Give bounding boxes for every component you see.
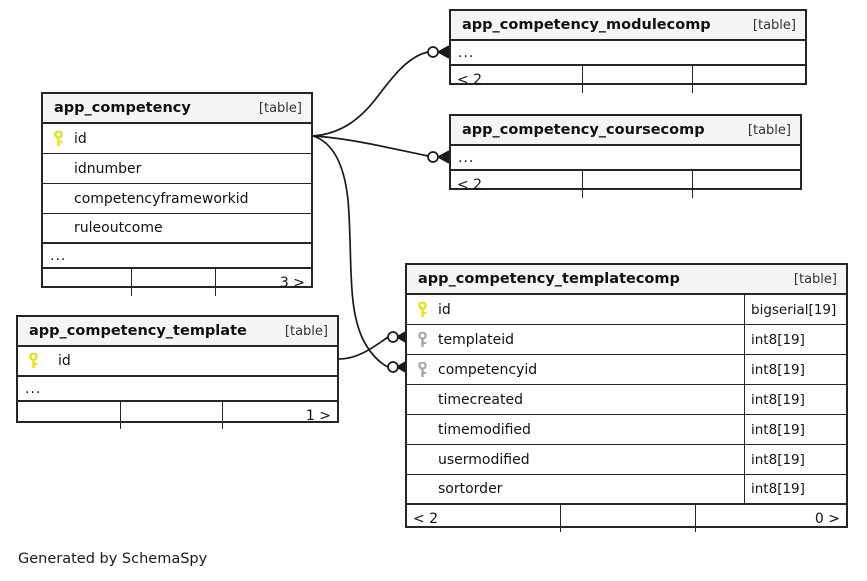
primary-key-icon xyxy=(52,130,65,147)
column-row-ruleoutcome[interactable]: ruleoutcome xyxy=(43,214,311,244)
column-label: competencyid xyxy=(438,361,538,378)
table-footer-templatecomp: < 2 0 > xyxy=(407,505,846,532)
column-label: timecreated xyxy=(438,391,523,408)
column-row-idnumber[interactable]: idnumber xyxy=(43,154,311,184)
footer-child-count: 1 > xyxy=(222,402,337,429)
table-footer-modulecomp: < 2 xyxy=(451,66,805,93)
edge-competency-to-modulecomp xyxy=(312,51,429,137)
table-type-tag: [table] xyxy=(752,17,796,33)
table-type-tag: [table] xyxy=(258,100,302,116)
column-row-competencyframeworkid[interactable]: competencyframeworkid xyxy=(43,184,311,214)
edge-competency-to-coursecomp xyxy=(312,135,429,157)
table-title-competency: app_competency [table] xyxy=(43,94,311,124)
column-label: sortorder xyxy=(438,481,503,497)
primary-key-icon xyxy=(27,353,40,369)
footer-child-count: 3 > xyxy=(215,269,311,296)
column-label: templateid xyxy=(438,331,514,348)
footer-parent-count xyxy=(43,269,131,296)
footer-child-count: 0 > xyxy=(695,505,846,532)
crowfoot-modulecomp xyxy=(427,45,450,59)
table-type-tag: [table] xyxy=(284,323,328,339)
column-type: int8[19] xyxy=(744,385,846,414)
column-label: id xyxy=(438,301,451,318)
column-label: id xyxy=(74,130,87,147)
column-label: idnumber xyxy=(74,160,142,177)
table-title-templatecomp: app_competency_templatecomp [table] xyxy=(407,265,846,295)
footer-parent-count: < 2 xyxy=(413,510,439,527)
column-name-cell: timemodified xyxy=(407,422,744,438)
column-name-cell: competencyid xyxy=(407,361,744,378)
table-app-competency-coursecomp[interactable]: app_competency_coursecomp [table] ... < … xyxy=(449,114,802,198)
column-type: int8[19] xyxy=(744,445,846,474)
column-type: int8[19] xyxy=(744,475,846,503)
edge-template-to-templatecomp-templateid xyxy=(338,336,389,360)
table-name: app_competency_coursecomp xyxy=(462,122,705,138)
table-row-ellipsis: ... xyxy=(451,146,800,171)
column-row-templateid[interactable]: templateid int8[19] xyxy=(407,325,846,355)
table-app-competency-modulecomp[interactable]: app_competency_modulecomp [table] ... < … xyxy=(449,9,807,93)
footer-middle xyxy=(582,171,692,198)
column-label: competencyframeworkid xyxy=(74,190,249,207)
column-name-cell: competencyframeworkid xyxy=(43,191,311,207)
column-row-sortorder[interactable]: sortorder int8[19] xyxy=(407,475,846,505)
column-name-cell: id xyxy=(18,353,337,369)
column-name-cell: id xyxy=(43,130,311,147)
column-name-cell: idnumber xyxy=(43,161,311,177)
table-name: app_competency_templatecomp xyxy=(418,271,680,287)
column-label: usermodified xyxy=(438,451,530,468)
footer-middle xyxy=(560,505,695,532)
table-footer-template: 1 > xyxy=(18,402,337,429)
table-footer-coursecomp: < 2 xyxy=(451,171,800,198)
footer-child-count xyxy=(692,66,805,93)
footer-parent-count: < 2 xyxy=(457,176,483,193)
column-name-cell: sortorder xyxy=(407,481,744,497)
column-type: int8[19] xyxy=(744,325,846,354)
column-row-id[interactable]: id xyxy=(18,347,337,377)
column-row-competencyid[interactable]: competencyid int8[19] xyxy=(407,355,846,385)
column-type: int8[19] xyxy=(744,415,846,444)
generator-credit: Generated by SchemaSpy xyxy=(18,551,208,567)
foreign-key-icon xyxy=(416,361,429,378)
column-row-id[interactable]: id xyxy=(43,124,311,154)
table-title-template: app_competency_template [table] xyxy=(18,317,337,347)
foreign-key-icon xyxy=(416,331,429,348)
column-row-timemodified[interactable]: timemodified int8[19] xyxy=(407,415,846,445)
column-type: bigserial[19] xyxy=(744,295,846,324)
table-name: app_competency_template xyxy=(29,323,247,339)
column-name-cell: ruleoutcome xyxy=(43,220,311,236)
table-type-tag: [table] xyxy=(747,122,791,138)
primary-key-icon xyxy=(416,301,429,318)
table-title-modulecomp: app_competency_modulecomp [table] xyxy=(451,11,805,41)
footer-middle xyxy=(120,402,222,429)
column-name-cell: templateid xyxy=(407,331,744,348)
table-row-ellipsis: ... xyxy=(451,41,805,66)
column-row-id[interactable]: id bigserial[19] xyxy=(407,295,846,325)
column-name-cell: usermodified xyxy=(407,452,744,468)
table-title-coursecomp: app_competency_coursecomp [table] xyxy=(451,116,800,146)
table-type-tag: [table] xyxy=(793,271,837,287)
footer-middle xyxy=(131,269,215,296)
table-app-competency-template[interactable]: app_competency_template [table] id ... 1… xyxy=(16,315,339,429)
column-type: int8[19] xyxy=(744,355,846,384)
footer-parent-count: < 2 xyxy=(457,71,483,88)
crowfoot-coursecomp xyxy=(427,150,450,164)
table-app-competency-templatecomp[interactable]: app_competency_templatecomp [table] id b… xyxy=(405,263,848,532)
column-row-usermodified[interactable]: usermodified int8[19] xyxy=(407,445,846,475)
table-row-ellipsis: ... xyxy=(43,244,311,269)
column-label: ruleoutcome xyxy=(74,220,163,236)
table-footer-competency: 3 > xyxy=(43,269,311,296)
footer-middle xyxy=(582,66,692,93)
column-label: timemodified xyxy=(438,421,531,438)
footer-child-count xyxy=(692,171,800,198)
column-row-timecreated[interactable]: timecreated int8[19] xyxy=(407,385,846,415)
table-name: app_competency xyxy=(54,100,191,116)
footer-parent-count xyxy=(18,402,120,429)
column-label: id xyxy=(58,353,71,369)
table-app-competency[interactable]: app_competency [table] id idnumber xyxy=(41,92,313,296)
column-name-cell: id xyxy=(407,301,744,318)
column-name-cell: timecreated xyxy=(407,392,744,408)
table-row-ellipsis: ... xyxy=(18,377,337,402)
table-name: app_competency_modulecomp xyxy=(462,17,711,33)
